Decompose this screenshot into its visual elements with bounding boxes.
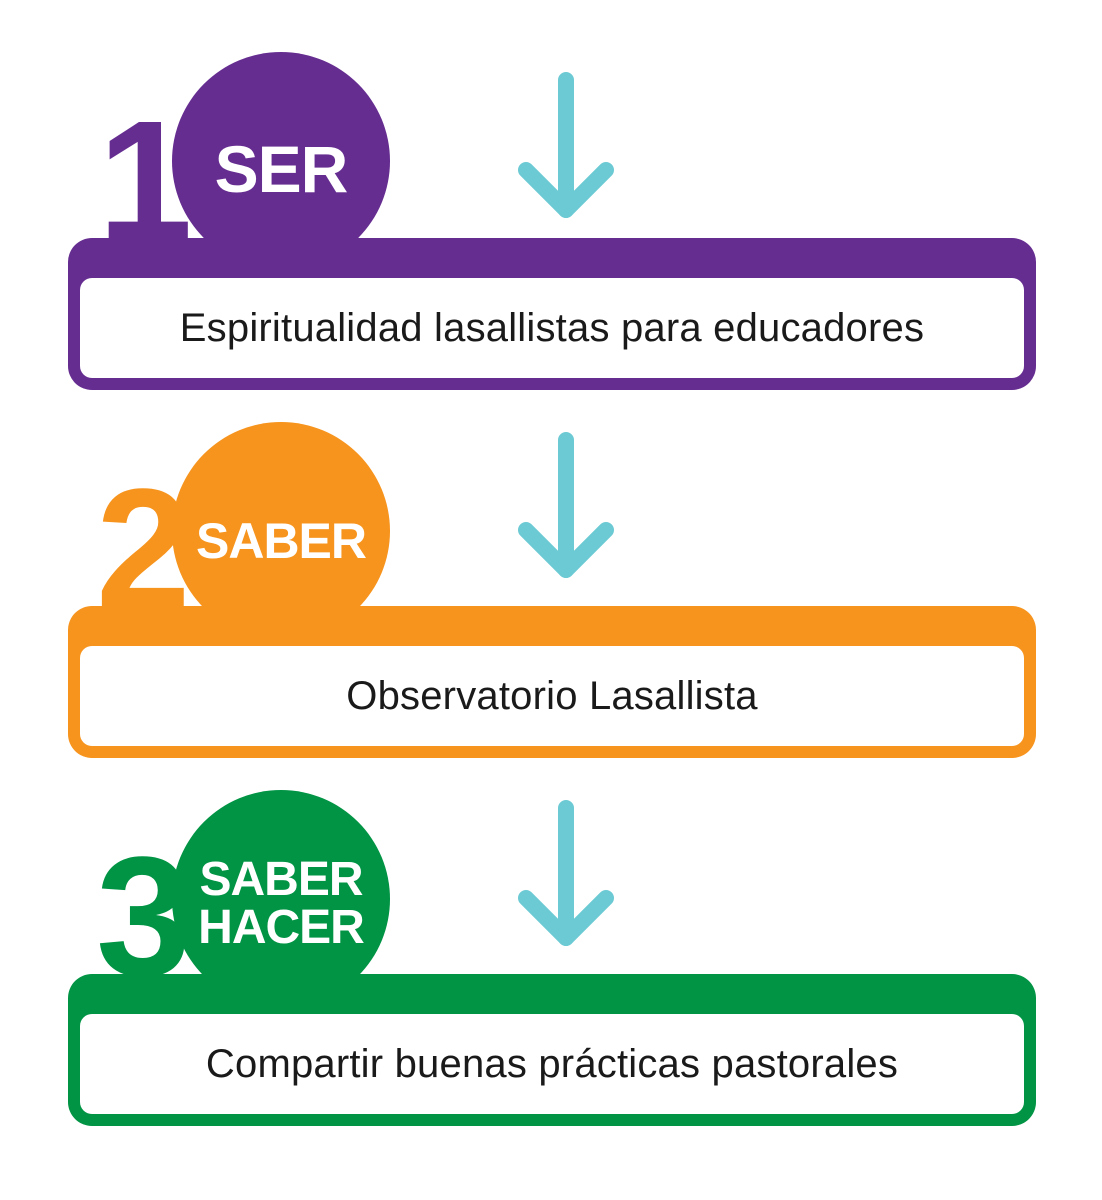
step-circle-label: SABER xyxy=(199,853,363,906)
arrow-down-icon xyxy=(518,432,614,582)
step-box-text: Espiritualidad lasallistas para educador… xyxy=(179,305,925,350)
arrow-down-icon xyxy=(518,800,614,950)
arrow-down-icon xyxy=(518,72,614,222)
step-circle: SABER xyxy=(172,422,390,640)
step-box-inner: Compartir buenas prácticas pastorales xyxy=(80,1014,1024,1114)
step-circle: SABER HACER xyxy=(172,790,390,1008)
step-box: Espiritualidad lasallistas para educador… xyxy=(68,238,1036,390)
step-circle-label: HACER xyxy=(198,901,365,954)
step-box: Observatorio Lasallista xyxy=(68,606,1036,758)
step-2: 2 SABER Observatorio Lasallista xyxy=(0,368,1102,758)
step-box-inner: Observatorio Lasallista xyxy=(80,646,1024,746)
step-box: Compartir buenas prácticas pastorales xyxy=(68,974,1036,1126)
step-box-inner: Espiritualidad lasallistas para educador… xyxy=(80,278,1024,378)
step-circle: SER xyxy=(172,52,390,270)
step-circle-label: SABER xyxy=(195,513,367,569)
step-3: 3 SABER HACER Compartir buenas prácticas… xyxy=(0,736,1102,1126)
step-box-text: Observatorio Lasallista xyxy=(346,673,758,718)
step-box-text: Compartir buenas prácticas pastorales xyxy=(205,1041,899,1086)
step-circle-label: SER xyxy=(214,132,349,206)
step-1: 1 SER Espiritualidad lasallistas para ed… xyxy=(0,0,1102,390)
